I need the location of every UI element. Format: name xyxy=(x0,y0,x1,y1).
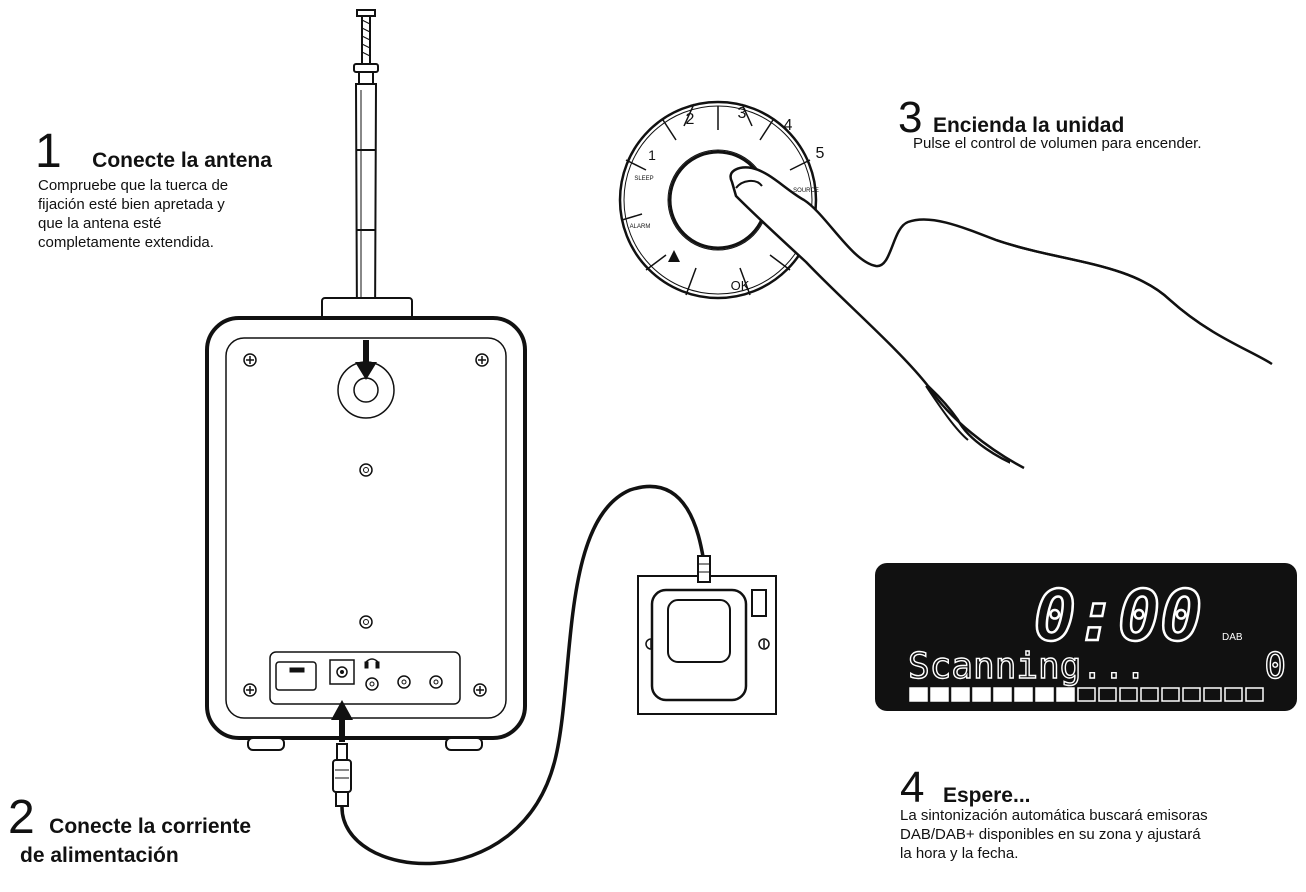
antenna-insert-arrow xyxy=(355,340,377,380)
step-4-description-line: la hora y la fecha. xyxy=(900,845,1019,862)
display-band: DAB xyxy=(1222,632,1243,643)
progress-cell-filled xyxy=(993,687,1012,702)
dial-button-4[interactable]: 4 xyxy=(784,117,793,134)
dial-button-5[interactable]: 5 xyxy=(816,145,825,162)
step-4-number: 4 xyxy=(900,763,925,812)
progress-cell-empty xyxy=(1203,687,1222,702)
step-4-title: Espere... xyxy=(942,784,1031,807)
progress-cell-empty xyxy=(1077,687,1096,702)
step-1-description-line: fijación esté bien apretada y xyxy=(38,196,225,213)
step-3-number: 3 xyxy=(898,93,923,142)
step-1-title: Conecte la antena xyxy=(92,149,272,172)
progress-cell-empty xyxy=(1224,687,1243,702)
step-3-title: Encienda la unidad xyxy=(932,114,1125,137)
display-status: Scanning... xyxy=(908,646,1146,687)
progress-cell-empty xyxy=(1161,687,1180,702)
step-3: 3 Encienda la unidad Pulse el control de… xyxy=(898,96,1303,153)
power-insert-arrow xyxy=(331,700,353,742)
progress-cell-empty xyxy=(1140,687,1159,702)
step-3-heading: 3 Encienda la unidad xyxy=(898,96,1303,140)
progress-cell-filled xyxy=(1056,687,1075,702)
hand-wrist-line xyxy=(926,385,1025,470)
step-1-description-line: que la antena esté xyxy=(38,215,162,232)
step-1-description-line: completamente extendida. xyxy=(38,234,214,251)
progress-cell-empty xyxy=(1119,687,1138,702)
step-2-heading: 2 Conecte la corriente xyxy=(8,794,348,842)
dial-button-ok[interactable]: OK xyxy=(731,278,750,293)
hand-mask xyxy=(1010,330,1306,490)
dial-button-3[interactable]: 3 xyxy=(738,105,747,122)
step-4-description: La sintonización automática buscará emis… xyxy=(900,806,1304,863)
display-count: 0 xyxy=(1264,646,1286,687)
step-2: 2 Conecte la corriente de alimentación xyxy=(8,794,348,868)
step-2-number: 2 xyxy=(8,791,35,844)
dial-button-labels: 1 2 3 4 5 SLEEP ALARM SOURCE INFO OK xyxy=(630,105,825,293)
step-2-title-line-2: de alimentación xyxy=(20,844,179,867)
step-1-description: Compruebe que la tuerca de fijación esté… xyxy=(38,176,355,252)
dial-button-sleep[interactable]: SLEEP xyxy=(634,176,653,182)
progress-cell-filled xyxy=(930,687,949,702)
step-3-description: Pulse el control de volumen para encende… xyxy=(913,135,1202,152)
dial-button-1[interactable]: 1 xyxy=(648,147,656,163)
radio-back-illustration xyxy=(205,316,527,751)
progress-cell-filled xyxy=(972,687,991,702)
play-icon[interactable] xyxy=(668,250,680,262)
progress-cell-empty xyxy=(1245,687,1264,702)
progress-cell-filled xyxy=(951,687,970,702)
step-1: 1 Conecte la antena Compruebe que la tue… xyxy=(35,128,355,252)
step-4-description-line: DAB/DAB+ disponibles en su zona y ajusta… xyxy=(900,826,1201,843)
power-cable-illustration xyxy=(332,484,706,866)
step-4-description-line: La sintonización automática buscará emis… xyxy=(900,807,1208,824)
progress-cell-filled xyxy=(1014,687,1033,702)
hand-arm-line xyxy=(995,238,1273,366)
step-4: 4 Espere... La sintonización automática … xyxy=(900,766,1304,863)
scan-progress-bar xyxy=(909,687,1264,702)
dial-button-source[interactable]: SOURCE xyxy=(793,188,819,194)
progress-cell-empty xyxy=(1098,687,1117,702)
wall-adapter-illustration xyxy=(637,555,777,715)
progress-cell-empty xyxy=(1182,687,1201,702)
step-2-title: Conecte la corriente xyxy=(49,815,252,838)
lcd-display: 0:00 DAB Scanning... 0 xyxy=(875,563,1297,711)
display-time: 0:00 xyxy=(1034,575,1203,657)
step-1-description-line: Compruebe que la tuerca de xyxy=(38,177,229,194)
step-1-number: 1 xyxy=(35,125,62,178)
progress-cell-filled xyxy=(1035,687,1054,702)
step-4-heading: 4 Espere... xyxy=(900,766,1304,810)
step-1-heading: 1 Conecte la antena xyxy=(35,128,355,176)
dial-button-alarm[interactable]: ALARM xyxy=(630,224,651,230)
dial-button-2[interactable]: 2 xyxy=(686,111,695,128)
progress-cell-filled xyxy=(909,687,928,702)
